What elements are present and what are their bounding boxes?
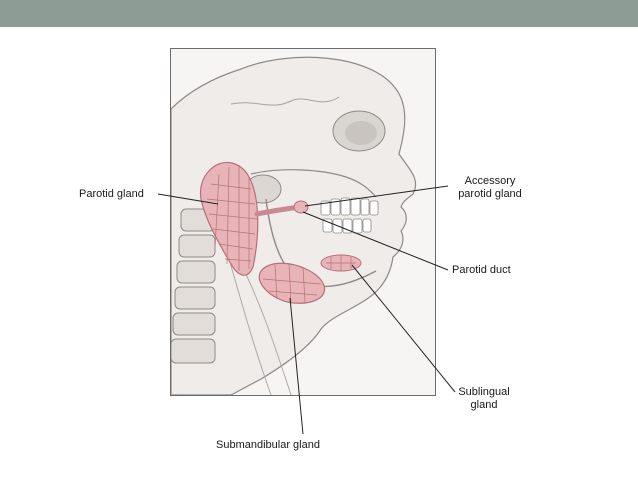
label-submandibular-gland: Submandibular gland xyxy=(216,439,320,451)
eye-socket-inner xyxy=(345,121,377,145)
label-sublingual-gland: Sublingual gland xyxy=(452,386,516,412)
submandibular-gland-lobules xyxy=(262,262,322,304)
label-sublingual-line2: gland xyxy=(470,399,498,411)
label-sublingual-line1: Sublingual xyxy=(458,386,510,398)
neck-muscle-2 xyxy=(240,263,292,395)
label-accessory-line2: parotid gland xyxy=(458,188,522,200)
anatomy-illustration-frame xyxy=(170,48,436,396)
accessory-parotid-gland xyxy=(293,200,309,214)
cranial-suture xyxy=(230,96,340,106)
neck-muscle xyxy=(225,248,272,395)
label-parotid-duct: Parotid duct xyxy=(452,264,511,276)
label-accessory-parotid-gland: Accessory parotid gland xyxy=(448,175,532,201)
label-parotid-gland: Parotid gland xyxy=(79,188,144,200)
top-banner-bar xyxy=(0,0,638,27)
parotid-gland-lobules xyxy=(206,165,258,271)
lower-teeth xyxy=(322,218,372,234)
head-anatomy-illustration xyxy=(171,56,417,395)
label-accessory-line1: Accessory xyxy=(464,175,516,187)
